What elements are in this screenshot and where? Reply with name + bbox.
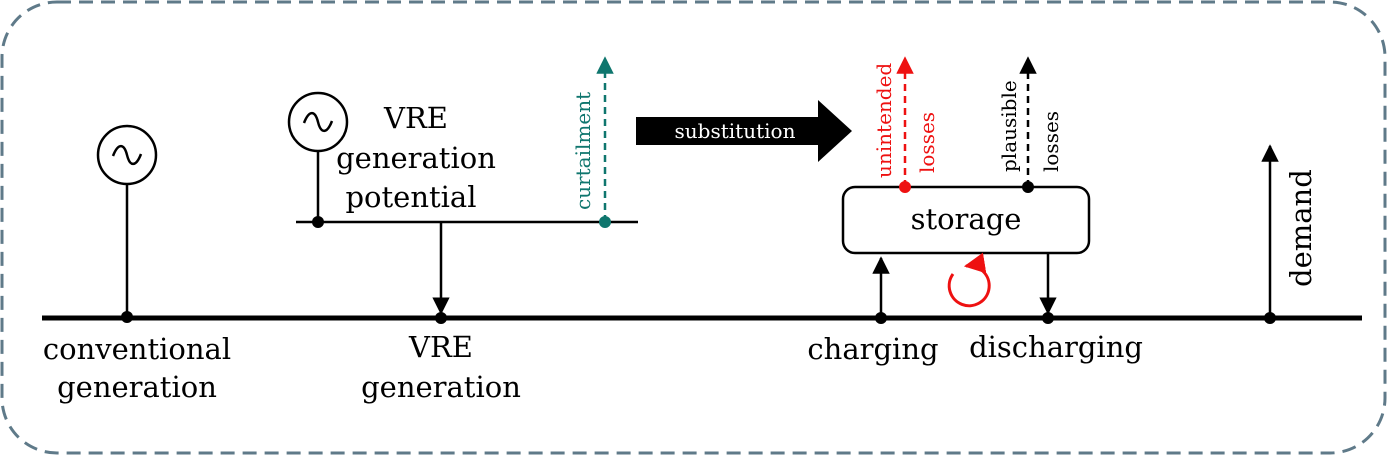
vre-potential-node [312,216,324,228]
substitution-arrow-shape [636,100,852,162]
curtailment-node [599,216,611,228]
conventional-label-line2: generation [57,370,217,404]
vre-generation-label-line1: VRE [408,330,473,364]
vre-generation: VRE generation [361,222,521,404]
demand-node [1264,312,1276,324]
unintended-label: unintended [872,63,896,178]
conventional-node [121,311,133,323]
vre-generation-label-line2: generation [361,370,521,404]
substitution-label: substitution [675,119,796,143]
curtailment: curtailment [571,56,614,228]
demand-label: demand [1284,169,1318,287]
demand: demand [1261,144,1318,324]
conventional-label-line1: conventional [43,332,231,366]
substitution-arrow[interactable]: substitution [636,100,852,162]
unintended-losses-node [899,181,911,193]
plausible-label: plausible [997,80,1021,172]
unintended-losses-label: losses [915,112,939,173]
vre-potential-label-line3: potential [345,180,476,214]
sine-wave-icon [302,111,334,133]
charging-label: charging [807,332,938,366]
storage-label: storage [911,202,1022,236]
vre-generation-node [435,312,447,324]
vre-potential-label-line2: generation [336,141,496,175]
plausible-losses-label: losses [1039,111,1063,172]
circular-arrow-icon [947,252,991,308]
charging-node [875,312,887,324]
vre-potential-label-line1: VRE [383,101,448,135]
discharging-label: discharging [969,330,1143,364]
plausible-losses-node [1022,181,1034,193]
sine-wave-icon [111,144,143,166]
storage: storage unintended losses plausible loss… [807,56,1143,366]
discharging-node [1042,312,1054,324]
conventional-generation: conventional generation [43,124,231,404]
vre-generation-potential: VRE generation potential [287,91,638,228]
curtailment-label: curtailment [571,92,595,210]
